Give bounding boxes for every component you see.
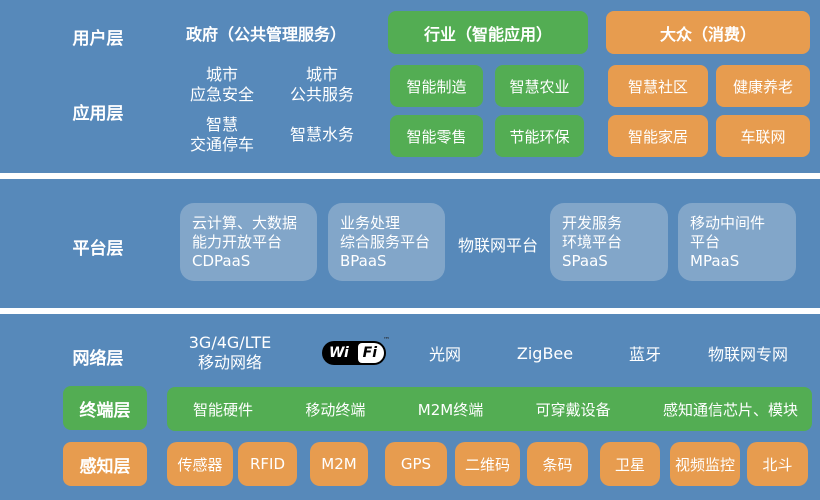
app-item-health-eldercare: 健康养老 <box>716 65 810 107</box>
app-item-smart-manufacturing: 智能制造 <box>390 65 483 107</box>
wifi-wi-text: Wi <box>329 345 349 361</box>
terminal-item-wearable: 可穿戴设备 <box>535 400 611 419</box>
network-layer-label: 网络层 <box>72 349 124 369</box>
terminal-item-sensing-chip-module: 感知通信芯片、模块 <box>662 400 798 419</box>
government-item: 政府（公共管理服务） <box>185 25 346 44</box>
app-item-smart-agriculture: 智慧农业 <box>495 65 584 107</box>
wifi-pill: Wi Fi ™ <box>322 336 390 365</box>
network-terminal-perception-panel: 网络层 3G/4G/LTE 移动网络 Wi Fi ™ 光网 ZigBee 蓝牙 … <box>0 314 820 500</box>
app-item-city-emergency: 城市 应急安全 <box>189 65 254 104</box>
platform-panel: 平台层 云计算、大数据 能力开放平台 CDPaaS 业务处理 综合服务平台 BP… <box>0 179 820 308</box>
app-item-connected-vehicle: 车联网 <box>716 115 810 157</box>
wifi-fi-text: Fi <box>357 343 384 363</box>
perception-item-rfid: RFID <box>238 442 297 486</box>
app-item-smart-home: 智能家居 <box>608 115 708 157</box>
platform-box-cdpaas: 云计算、大数据 能力开放平台 CDPaaS <box>180 203 317 281</box>
platform-box-mpaas: 移动中间件 平台 MPaaS <box>678 203 796 281</box>
perception-item-gps: GPS <box>385 442 447 486</box>
wifi-trademark: ™ <box>383 336 390 344</box>
perception-item-barcode: 条码 <box>527 442 588 486</box>
terminal-item-smart-hardware: 智能硬件 <box>193 400 254 419</box>
app-item-smart-traffic-parking: 智慧 交通停车 <box>189 115 254 154</box>
perception-item-beidou: 北斗 <box>747 442 808 486</box>
network-item-iot-private-network: 物联网专网 <box>707 345 788 364</box>
industry-box: 行业（智能应用） <box>388 11 588 54</box>
platform-item-iot-platform: 物联网平台 <box>457 236 538 255</box>
perception-layer-label: 感知层 <box>63 442 147 486</box>
platform-box-spaas: 开发服务 环境平台 SPaaS <box>550 203 668 281</box>
perception-item-video-surveillance: 视频监控 <box>670 442 740 486</box>
perception-item-satellite: 卫星 <box>600 442 660 486</box>
app-item-smart-retail: 智能零售 <box>390 115 483 157</box>
perception-item-sensor: 传感器 <box>167 442 233 486</box>
platform-layer-label: 平台层 <box>72 239 124 259</box>
network-item-bluetooth: 蓝牙 <box>628 345 661 364</box>
network-item-optical: 光网 <box>428 345 461 364</box>
app-item-energy-saving: 节能环保 <box>495 115 584 157</box>
network-item-mobile: 3G/4G/LTE 移动网络 <box>188 333 272 372</box>
perception-item-m2m: M2M <box>310 442 368 486</box>
app-item-smart-water: 智慧水务 <box>289 125 354 144</box>
app-layer-label: 应用层 <box>72 104 124 124</box>
network-item-zigbee: ZigBee <box>516 343 574 363</box>
perception-item-qrcode: 二维码 <box>455 442 520 486</box>
user-layer-label: 用户层 <box>72 29 124 49</box>
terminal-band: 智能硬件 移动终端 M2M终端 可穿戴设备 感知通信芯片、模块 <box>167 387 812 431</box>
wifi-logo-icon: Wi Fi ™ <box>322 336 392 365</box>
user-app-panel: 用户层 政府（公共管理服务） 行业（智能应用） 大众（消费） 应用层 城市 应急… <box>0 0 820 173</box>
app-item-city-public-service: 城市 公共服务 <box>289 65 354 104</box>
app-item-smart-community: 智慧社区 <box>608 65 708 107</box>
terminal-item-mobile-terminal: 移动终端 <box>305 400 366 419</box>
terminal-item-m2m-terminal: M2M终端 <box>417 400 484 419</box>
terminal-layer-label: 终端层 <box>63 386 147 430</box>
consumer-box: 大众（消费） <box>606 11 810 54</box>
platform-box-bpaas: 业务处理 综合服务平台 BPaaS <box>328 203 445 281</box>
